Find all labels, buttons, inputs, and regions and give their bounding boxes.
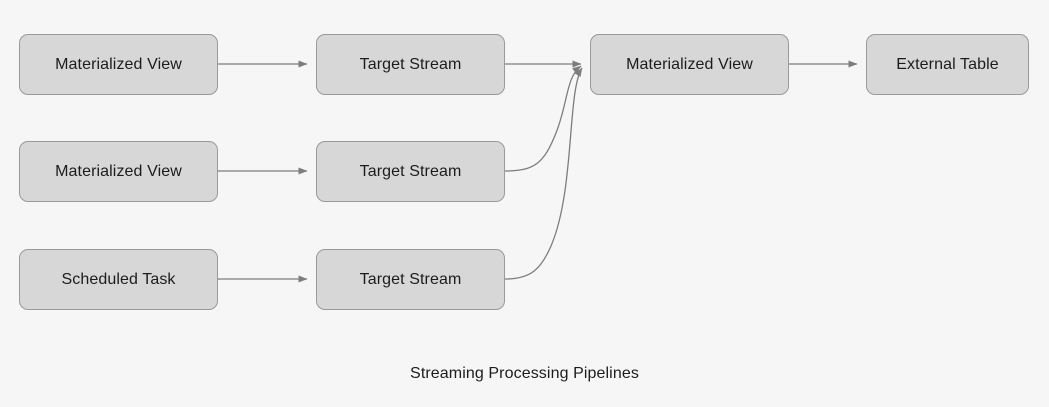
node-label: Materialized View (55, 162, 182, 180)
node-label: Scheduled Task (61, 270, 176, 288)
node-materialized-view-2[interactable]: Materialized View (19, 141, 218, 202)
node-materialized-view-1[interactable]: Materialized View (19, 34, 218, 95)
node-target-stream-2[interactable]: Target Stream (316, 141, 505, 202)
edge-ts2-to-mv3 (504, 65, 582, 172)
edge-ts3-to-mv3 (504, 67, 583, 280)
diagram-caption: Streaming Processing Pipelines (410, 365, 639, 382)
node-label: Target Stream (359, 55, 462, 73)
node-label: Materialized View (55, 55, 182, 73)
node-scheduled-task[interactable]: Scheduled Task (19, 249, 218, 310)
node-label: Target Stream (359, 162, 462, 180)
node-label: Materialized View (626, 55, 753, 73)
node-target-stream-1[interactable]: Target Stream (316, 34, 505, 95)
node-target-stream-3[interactable]: Target Stream (316, 249, 505, 310)
node-label: Target Stream (359, 270, 462, 288)
node-external-table[interactable]: External Table (866, 34, 1029, 95)
node-materialized-view-3[interactable]: Materialized View (590, 34, 789, 95)
node-label: External Table (896, 55, 999, 73)
